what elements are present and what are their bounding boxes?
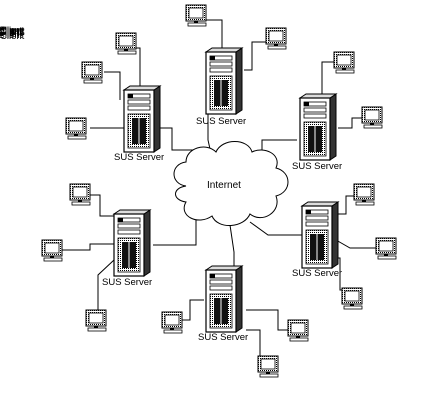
- link-s4-internet: [153, 220, 197, 246]
- link-c5-s2: [244, 41, 272, 71]
- internet-cloud: Internet: [173, 141, 289, 226]
- client-15: [287, 319, 309, 342]
- client-label: Client: [0, 27, 25, 38]
- client-label: Client: [0, 26, 25, 37]
- link-c10-s4: [97, 259, 115, 318]
- client-label: Client: [0, 27, 23, 38]
- client-label: Client: [0, 26, 23, 37]
- client-label: Client: [0, 28, 23, 39]
- client-13: [341, 287, 363, 310]
- client-label: Client: [0, 28, 23, 39]
- sus-server-label: SUS Server: [292, 268, 342, 279]
- client-6: [333, 51, 355, 74]
- client-12: [375, 237, 397, 260]
- client-16: [257, 355, 279, 378]
- link-c9-s4: [56, 243, 114, 251]
- client-label: Client: [0, 27, 23, 38]
- link-c8-s4: [84, 194, 114, 217]
- client-label: Client: [0, 25, 25, 36]
- sus-server-label: SUS Server: [198, 332, 248, 343]
- client-11: [353, 183, 375, 206]
- client-label: Client: [0, 31, 25, 42]
- client-label: Client: [0, 25, 23, 36]
- link-c12-s5: [335, 239, 388, 249]
- client-14: [161, 311, 183, 334]
- link-s6-internet: [229, 224, 235, 270]
- client-10: [85, 309, 107, 332]
- client-8: [69, 183, 91, 206]
- client-4: [185, 4, 207, 27]
- link-c7-s3: [338, 117, 370, 129]
- client-3: [65, 117, 87, 140]
- sus-server-label: SUS Server: [292, 161, 342, 172]
- sus-server-label: SUS Server: [102, 277, 152, 288]
- sus-server-3: [298, 93, 338, 161]
- link-s5-internet: [249, 221, 303, 236]
- internet-label: Internet: [207, 180, 241, 191]
- client-label: Client: [0, 26, 25, 37]
- link-c2-s1: [104, 71, 121, 100]
- sus-server-6: [204, 265, 244, 333]
- client-label: Client: [0, 26, 25, 37]
- sus-server-4: [112, 209, 152, 277]
- link-s1-internet: [160, 127, 200, 151]
- client-2: [81, 61, 103, 84]
- client-9: [41, 239, 63, 262]
- client-label: Client: [0, 30, 23, 41]
- client-7: [361, 106, 383, 129]
- client-1: [115, 32, 137, 55]
- client-label: Client: [0, 26, 23, 37]
- sus-server-2: [204, 47, 244, 115]
- sus-server-5: [300, 201, 340, 269]
- sus-server-label: SUS Server: [114, 152, 164, 163]
- sus-server-label: SUS Server: [196, 116, 246, 127]
- client-label: Client: [0, 28, 23, 39]
- sus-server-1: [122, 85, 162, 153]
- client-5: [265, 27, 287, 50]
- client-label: Client: [0, 26, 23, 37]
